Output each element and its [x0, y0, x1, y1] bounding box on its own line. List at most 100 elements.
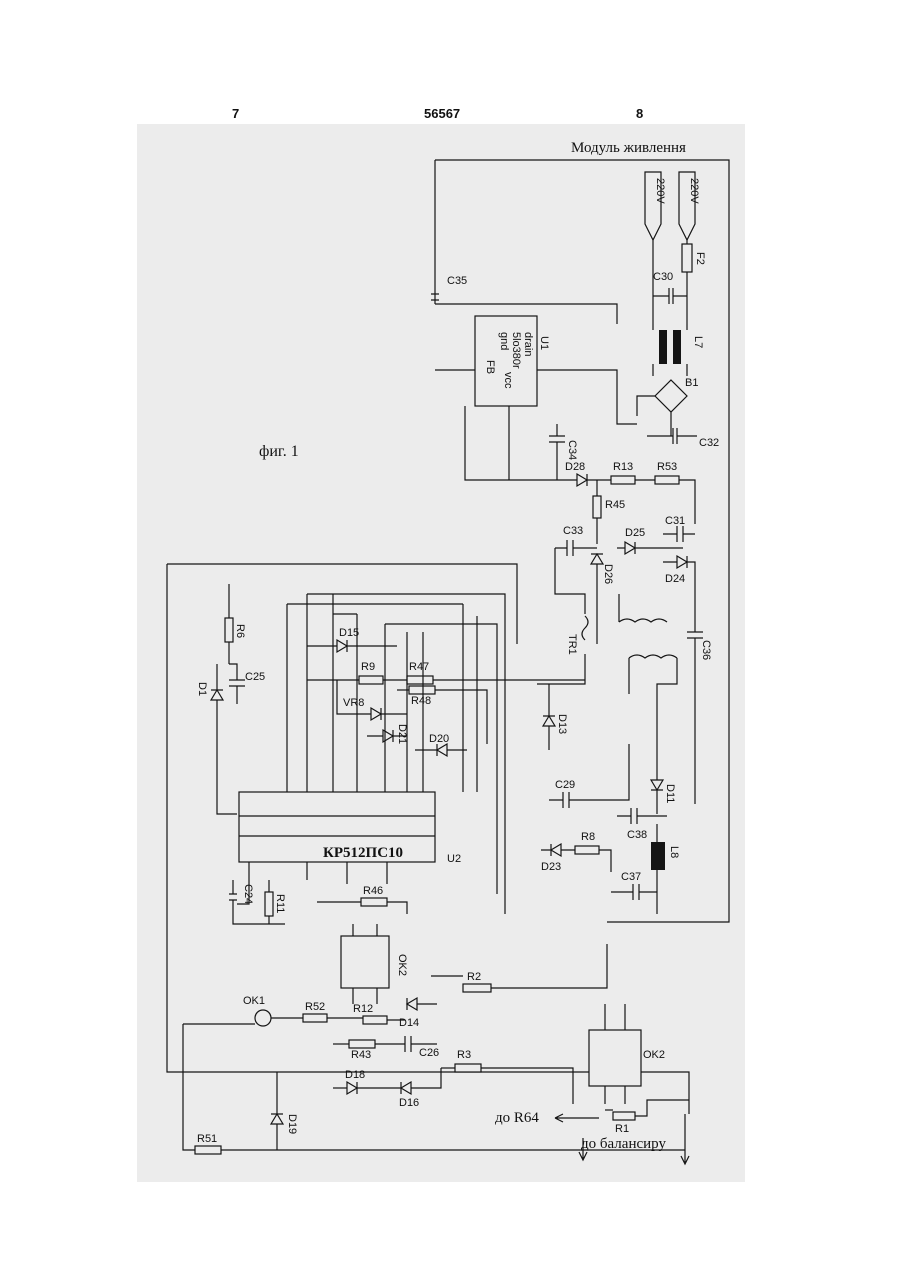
label-D15: D1 [196, 682, 208, 696]
resistor-r13: R13 [611, 461, 655, 484]
label-R12: R52 [305, 1001, 325, 1013]
label-R43: R43 [351, 1049, 371, 1061]
label-D13: D13 [556, 714, 568, 734]
label-TR1: TR1 [566, 634, 578, 655]
resistor-r1: R1 [605, 1100, 689, 1135]
capacitor-c33: C33 [555, 525, 597, 556]
capacitor-c31: C31 [663, 515, 695, 542]
label-R53: R53 [657, 461, 677, 473]
label-R48: R48 [411, 695, 431, 707]
label-D19: D19 [286, 1114, 298, 1134]
label-L7: L7 [692, 336, 704, 348]
varistor-vr8: VR8 [337, 680, 407, 720]
label-D14: D14 [399, 1017, 419, 1029]
diode-d26: D26 [591, 554, 614, 594]
schematic-diagram: Модуль живлення 220V 220V F2 C30 L7 B1 C… [137, 124, 745, 1182]
label-VR8: VR8 [343, 697, 364, 709]
label-B1: B1 [685, 377, 698, 389]
resistor-r11: R11 [265, 880, 286, 924]
label-C25: C25 [245, 671, 265, 683]
label-U1: U1 [538, 336, 550, 350]
patent-number: 56567 [424, 106, 460, 121]
ic-main-label: КР512ПС10 [323, 845, 403, 861]
label-R6: R6 [234, 624, 246, 638]
diode-d16: D16 [399, 1068, 441, 1109]
label-R8: R8 [581, 831, 595, 843]
label-D23: D23 [541, 861, 561, 873]
label-D28: D28 [565, 461, 585, 473]
label-R52: R2 [467, 971, 481, 983]
label-D1: D15 [339, 627, 359, 639]
transistor-t1: OK1 [183, 995, 303, 1026]
resistor-r8: R8 [575, 831, 611, 872]
label-C32: C32 [699, 437, 719, 449]
diode-d24: D24 [663, 556, 695, 594]
u1-pin-fb: FB [484, 360, 496, 374]
label-R47: R47 [409, 661, 429, 673]
diode-d13: D13 [543, 684, 568, 750]
capacitor-c29: C29 [549, 744, 629, 808]
label-C29: C29 [555, 779, 575, 791]
figure-caption: фиг. 1 [259, 443, 299, 460]
output-r64-label: до R64 [495, 1110, 539, 1126]
ic-kr512ps10: КР512ПС10 U2 [237, 594, 505, 914]
output-balancer-label: до балансиру [581, 1136, 666, 1152]
diode-d23: D23 [541, 844, 575, 873]
resistor-r52: R2 [431, 944, 607, 992]
label-C26: C26 [419, 1047, 439, 1059]
resistor-r45: R45 [593, 480, 625, 544]
label-R51: R51 [197, 1133, 217, 1145]
page-number-right: 8 [636, 106, 643, 121]
output-to-balancer: до балансиру [579, 1114, 689, 1164]
diode-d11: D11 [651, 724, 676, 814]
page-number-left: 7 [232, 106, 239, 121]
label-C36: C36 [700, 640, 712, 660]
label-D16: D16 [399, 1097, 419, 1109]
label-D18: D18 [345, 1069, 365, 1081]
diode-d25: D25 [617, 527, 683, 554]
capacitor-c37: C37 [611, 871, 657, 900]
module-title: Модуль живлення [571, 140, 686, 156]
resistor-r43: R43 [333, 1040, 405, 1061]
label-C35: C35 [447, 275, 467, 287]
label-R11: R11 [274, 894, 286, 913]
inductor-l8: L8 [651, 824, 680, 914]
u1-pin-drain: drain [522, 332, 534, 356]
label-C37: C37 [621, 871, 641, 883]
u1-pin-vcc: vcc [502, 372, 514, 389]
ic-u1: U1 5lo380r drain gnd FB vcc [435, 316, 637, 480]
resistor-r3: R3 [441, 1049, 573, 1104]
diode-d1: D15 [307, 627, 397, 652]
label-L8: L8 [668, 846, 680, 858]
label-C30: C30 [653, 271, 673, 283]
diode-d14: D14 [399, 998, 437, 1029]
label-D20: D20 [429, 733, 449, 745]
capacitor-c26: C26 [405, 1036, 439, 1059]
label-R2: R12 [353, 1003, 373, 1015]
resistor-r9: R9 [307, 661, 383, 684]
label-C38: C38 [627, 829, 647, 841]
capacitor-c38: C38 [617, 808, 667, 841]
capacitor-c30: C30 [653, 271, 687, 304]
label-C33: C33 [563, 525, 583, 537]
optocoupler-ok1: OK2 [341, 924, 408, 1004]
diode-d18: D18 [333, 1069, 401, 1094]
diode-d19: D19 [271, 1072, 298, 1150]
label-C24: C24 [242, 884, 254, 904]
label-R9: R9 [361, 661, 375, 673]
mains-label-1: 220V [654, 178, 666, 204]
label-R45: R45 [605, 499, 625, 511]
mains-inputs: 220V 220V F2 [645, 172, 706, 324]
capacitor-c36: C36 [687, 594, 712, 804]
circuit-figure-scan: Модуль живлення 220V 220V F2 C30 L7 B1 C… [137, 124, 745, 1182]
label-OK2: OK2 [643, 1049, 665, 1061]
label-D24: D24 [665, 573, 685, 585]
label-D21: D21 [396, 724, 408, 744]
bridge-b1: B1 [637, 377, 698, 436]
capacitor-c25: C25 [229, 664, 265, 704]
resistor-r46: R46 [317, 885, 407, 914]
fuse-f2 [682, 244, 692, 272]
label-T1: OK1 [243, 995, 265, 1007]
resistor-r2: R12 [353, 1003, 405, 1024]
inductor-l7: L7 [653, 324, 704, 376]
